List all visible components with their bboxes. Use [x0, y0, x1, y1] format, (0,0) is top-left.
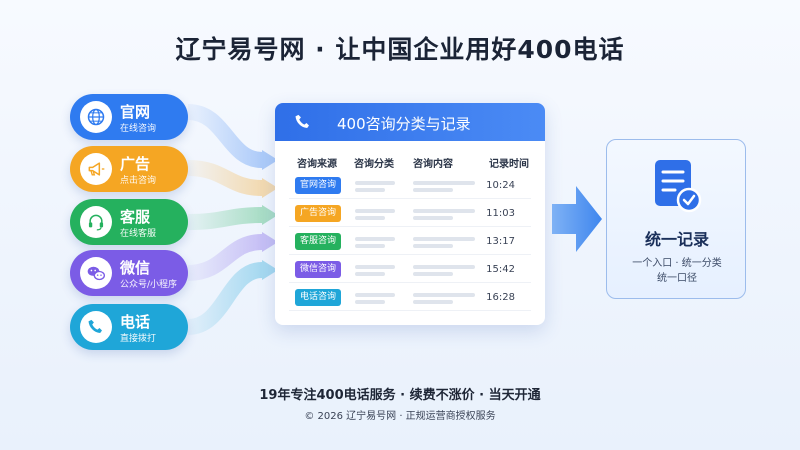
- flow-arrow-wechat: [187, 232, 278, 281]
- source-wechat: 微信 公众号/小程序: [70, 250, 188, 296]
- big-arrow: [552, 186, 602, 252]
- chat-bubbles-icon: [80, 257, 112, 289]
- source-phone: 电话 直接拨打: [70, 304, 188, 350]
- result-line-1: 一个入口 · 统一分类: [632, 258, 722, 269]
- placeholder-bar: [355, 244, 385, 248]
- source-tag: 客服咨询: [295, 233, 341, 250]
- record-time: 11:03: [486, 208, 515, 219]
- record-time: 13:17: [486, 236, 515, 247]
- flow-arrow-service: [187, 205, 278, 230]
- record-panel: 400咨询分类与记录 咨询来源 咨询分类 咨询内容 记录时间 官网咨询 10:2…: [275, 103, 545, 325]
- source-name: 官网: [120, 103, 151, 121]
- globe-icon: [80, 101, 112, 133]
- phone-icon: [80, 311, 112, 343]
- source-sub: 在线咨询: [120, 124, 157, 134]
- source-name: 电话: [120, 313, 151, 331]
- panel-header: 400咨询分类与记录: [275, 103, 545, 141]
- column-header-source: 咨询来源: [297, 159, 337, 170]
- document-check-icon: [655, 160, 702, 213]
- placeholder-bar: [355, 300, 385, 304]
- table-row: 广告咨询 11:03: [289, 201, 531, 227]
- placeholder-bar: [355, 272, 385, 276]
- source-tag: 官网咨询: [295, 177, 341, 194]
- source-service: 客服 在线客服: [70, 199, 188, 245]
- table-row: 官网咨询 10:24: [289, 173, 531, 199]
- placeholder-bar: [413, 244, 453, 248]
- source-sub: 公众号/小程序: [120, 280, 178, 290]
- source-name: 客服: [120, 208, 151, 226]
- placeholder-bar: [355, 209, 395, 213]
- result-line-2: 统一口径: [657, 273, 697, 284]
- megaphone-icon: [80, 153, 112, 185]
- source-ad: 广告 点击咨询: [70, 146, 188, 192]
- panel-title: 400咨询分类与记录: [337, 115, 471, 133]
- footer-copyright: © 2026 辽宁易号网 · 正规运营商授权服务: [304, 411, 496, 422]
- placeholder-bar: [355, 265, 395, 269]
- placeholder-bar: [355, 293, 395, 297]
- placeholder-bar: [413, 272, 453, 276]
- record-time: 15:42: [486, 264, 515, 275]
- source-sub: 直接拨打: [120, 334, 157, 344]
- placeholder-bar: [413, 300, 453, 304]
- page-title: 辽宁易号网 · 让中国企业用好400电话: [175, 35, 625, 64]
- placeholder-bar: [413, 188, 453, 192]
- source-sub: 在线客服: [120, 229, 157, 239]
- placeholder-bar: [355, 216, 385, 220]
- flow-arrow-web: [187, 104, 278, 170]
- table-row: 微信咨询 15:42: [289, 257, 531, 283]
- source-sub: 点击咨询: [120, 176, 157, 186]
- source-tag: 电话咨询: [295, 289, 341, 306]
- placeholder-bar: [355, 181, 395, 185]
- record-time: 16:28: [486, 292, 515, 303]
- headset-icon: [80, 206, 112, 238]
- placeholder-bar: [413, 293, 475, 297]
- result-title: 统一记录: [644, 230, 709, 249]
- placeholder-bar: [413, 181, 475, 185]
- flow-arrow-phone: [187, 260, 278, 335]
- placeholder-bar: [355, 237, 395, 241]
- table-row: 电话咨询 16:28: [289, 285, 531, 311]
- source-web: 官网 在线咨询: [70, 94, 188, 140]
- placeholder-bar: [355, 188, 385, 192]
- placeholder-bar: [413, 237, 475, 241]
- source-tag: 广告咨询: [295, 205, 341, 222]
- placeholder-bar: [413, 216, 453, 220]
- phone-icon: [295, 114, 309, 128]
- placeholder-bar: [413, 265, 475, 269]
- record-time: 10:24: [486, 180, 515, 191]
- unified-record-card: 统一记录 一个入口 · 统一分类 统一口径: [606, 139, 746, 299]
- flow-arrow-ad: [187, 160, 278, 198]
- source-tag: 微信咨询: [295, 261, 341, 278]
- table-row: 客服咨询 13:17: [289, 229, 531, 255]
- source-name: 广告: [120, 155, 151, 173]
- column-header-category: 咨询分类: [354, 159, 394, 170]
- placeholder-bar: [413, 209, 475, 213]
- column-header-content: 咨询内容: [413, 159, 453, 170]
- source-name: 微信: [120, 259, 151, 277]
- column-header-time: 记录时间: [489, 159, 529, 170]
- footer-slogan: 19年专注400电话服务 · 续费不涨价 · 当天开通: [259, 388, 541, 403]
